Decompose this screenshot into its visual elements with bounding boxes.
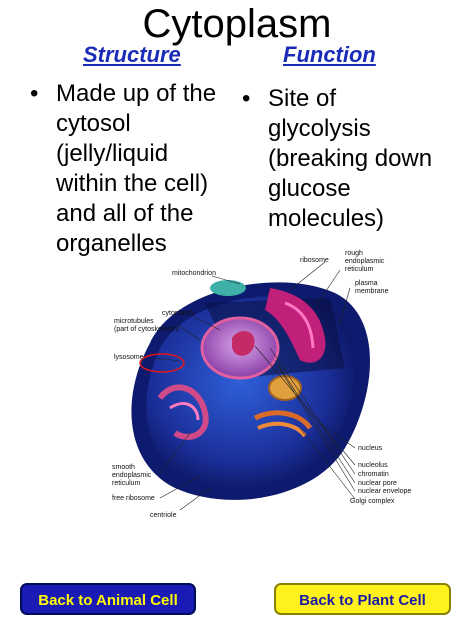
label-nuclear-envelope: nuclear envelope	[358, 488, 412, 495]
label-nuclear-pore: nuclear pore	[358, 480, 397, 487]
label-mitochondrion: mitochondrion	[172, 270, 216, 277]
label-free-ribosome: free ribosome	[112, 495, 155, 502]
label-nucleolus: nucleolus	[358, 462, 388, 469]
structure-heading: Structure	[83, 42, 181, 67]
label-centriole: centriole	[150, 512, 177, 519]
cell-illustration	[131, 261, 370, 511]
label-chromatin: chromatin	[358, 471, 389, 478]
page-title: Cytoplasm	[142, 2, 332, 46]
animal-cell-diagram: ribosome rough endoplasmic reticulum mit…	[0, 248, 474, 533]
label-nucleus: nucleus	[358, 445, 383, 452]
bullet-marker: •	[242, 85, 251, 112]
label-rough-er: rough endoplasmic reticulum	[345, 250, 385, 273]
label-lysosome: lysosome	[114, 354, 144, 361]
label-cytoplasm: cytoplasm	[162, 310, 194, 317]
function-text: Site of glycolysis (breaking down glucos…	[268, 85, 433, 232]
back-to-animal-cell-button[interactable]: Back to Animal Cell	[20, 583, 196, 615]
label-golgi-complex: Golgi complex	[350, 498, 395, 505]
label-plasma-membrane: plasma membrane	[355, 280, 389, 295]
label-microtubules: microtubules (part of cytoskeleton)	[114, 318, 180, 333]
bullet-marker: •	[30, 80, 39, 107]
label-ribosome: ribosome	[300, 257, 329, 264]
function-heading: Function	[283, 42, 376, 67]
label-smooth-er: smooth endoplasmic reticulum	[112, 464, 152, 487]
function-bullet: • Site of glycolysis (breaking down gluc…	[242, 84, 467, 234]
back-to-plant-cell-button[interactable]: Back to Plant Cell	[274, 583, 451, 615]
structure-bullet: • Made up of the cytosol (jelly/liquid w…	[30, 79, 245, 259]
structure-text: Made up of the cytosol (jelly/liquid wit…	[56, 80, 217, 257]
